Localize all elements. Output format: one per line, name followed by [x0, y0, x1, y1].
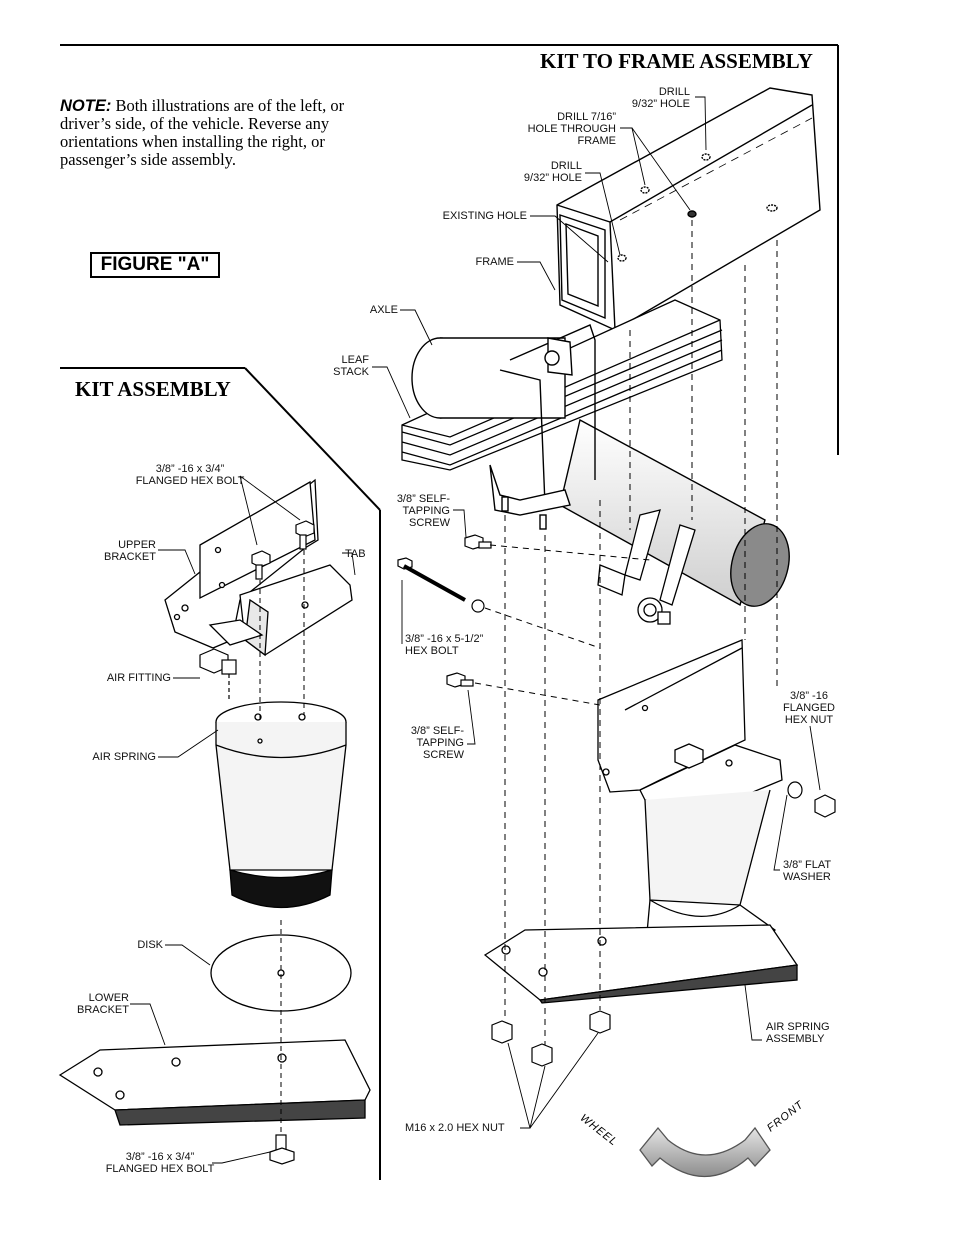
label-lower-bracket: LOWER BRACKET	[77, 992, 129, 1016]
label-flanged-hex-nut: 3/8” -16 FLANGED HEX NUT	[783, 690, 835, 726]
label-hex-bolt: 3/8” -16 x 5-1/2” HEX BOLT	[405, 633, 484, 657]
u-bolt-drawing	[489, 324, 596, 530]
kit-box-diagonal	[244, 367, 381, 511]
air-spring-assembly-drawing	[483, 789, 799, 1004]
kit-leader-lines	[130, 475, 356, 1164]
label-axle: AXLE	[369, 304, 398, 316]
shock-mount-drawing	[597, 509, 696, 625]
label-self-tapping-top: 3/8” SELF- TAPPING SCREW	[396, 493, 450, 529]
kit-dash-lines	[259, 550, 305, 1135]
small-fasteners-drawing	[397, 534, 836, 1067]
disk-drawing	[210, 934, 352, 1012]
label-drill-716: DRILL 7/16” HOLE THROUGH FRAME	[527, 111, 616, 147]
label-drill-932-top: DRILL 9/32” HOLE	[631, 86, 690, 110]
frame-rail-drawing	[556, 87, 821, 331]
label-air-spring: AIR SPRING	[92, 751, 156, 763]
kit-to-frame-title: KIT TO FRAME ASSEMBLY	[540, 49, 813, 73]
frame-leader-lines	[372, 96, 821, 1129]
note-prefix: NOTE:	[60, 97, 112, 115]
label-air-spring-assembly: AIR SPRING ASSEMBLY	[766, 1021, 830, 1045]
axle-drawing	[411, 337, 790, 607]
label-flanged-bolt-bottom: 3/8” -16 x 3/4” FLANGED HEX BOLT	[105, 1151, 215, 1175]
page-frame-lines	[60, 44, 839, 1180]
top-bolts-drawing	[251, 520, 315, 580]
label-tab: TAB	[345, 548, 366, 560]
label-leaf-stack: LEAF STACK	[333, 354, 369, 378]
air-spring-drawing	[215, 701, 347, 909]
note-paragraph: NOTE: Both illustrations are of the left…	[60, 97, 380, 169]
bottom-bolt-drawing	[269, 1134, 295, 1165]
kit-assembly-title: KIT ASSEMBLY	[75, 377, 231, 401]
label-hex-nut-m16: M16 x 2.0 HEX NUT	[405, 1122, 505, 1134]
label-existing-hole: EXISTING HOLE	[442, 210, 527, 222]
lower-bracket-drawing	[58, 1039, 371, 1126]
label-self-tapping-bottom: 3/8” SELF- TAPPING SCREW	[410, 725, 464, 761]
wheel-front-arrow	[639, 1126, 771, 1177]
air-fitting-drawing	[199, 648, 237, 700]
label-disk: DISK	[137, 939, 163, 951]
upper-bracket-drawing	[164, 478, 353, 657]
figure-label: FIGURE "A"	[90, 252, 220, 278]
label-flanged-bolt-top: 3/8” -16 x 3/4” FLANGED HEX BOLT	[135, 463, 245, 487]
note-text: Both illustrations are of the left, or d…	[60, 96, 345, 169]
frame-dash-lines	[474, 220, 778, 1045]
label-flat-washer: 3/8” FLAT WASHER	[783, 859, 832, 883]
label-frame: FRAME	[475, 256, 515, 268]
label-drill-932-mid: DRILL 9/32” HOLE	[523, 160, 582, 184]
label-air-fitting: AIR FITTING	[106, 672, 171, 684]
label-upper-bracket: UPPER BRACKET	[104, 539, 156, 563]
